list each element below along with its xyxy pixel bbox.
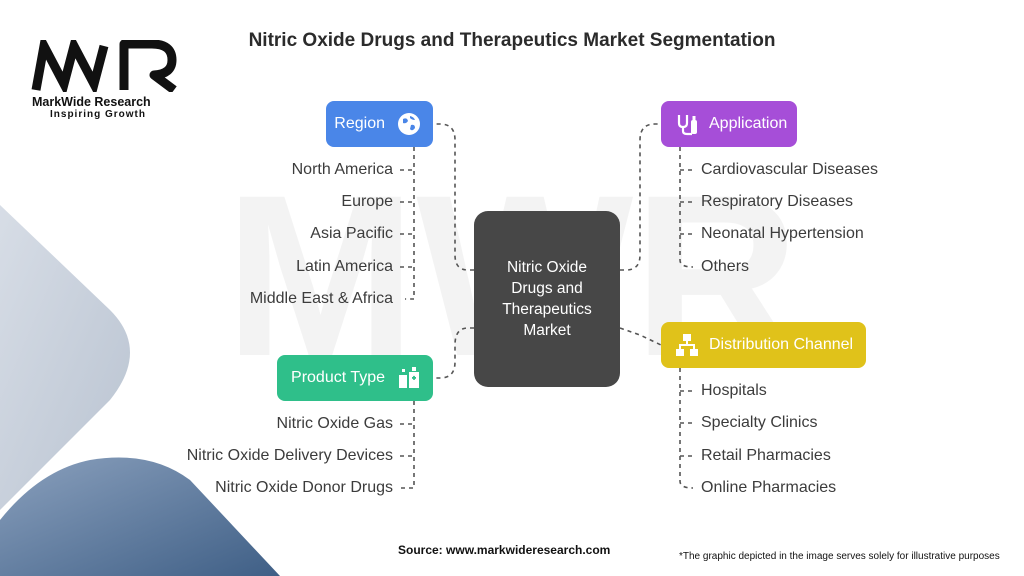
center-node: Nitric Oxide Drugs and Therapeutics Mark… bbox=[474, 211, 620, 387]
product-type-label: Product Type bbox=[291, 369, 385, 386]
product-type-item: Nitric Oxide Gas bbox=[276, 415, 393, 432]
region-item: Latin America bbox=[296, 258, 393, 275]
distribution-channel-item: Specialty Clinics bbox=[701, 414, 818, 431]
region-item: Middle East & Africa bbox=[249, 290, 393, 307]
source-link[interactable]: www.markwideresearch.com bbox=[446, 543, 611, 557]
application-pill: Application bbox=[661, 101, 797, 147]
region-item: North America bbox=[291, 161, 393, 178]
distribution-channel-item: Retail Pharmacies bbox=[701, 447, 831, 464]
medical-device-icon bbox=[673, 110, 701, 138]
background-shape-light bbox=[0, 205, 130, 510]
network-icon bbox=[673, 331, 701, 359]
center-label: Nitric Oxide Drugs and Therapeutics Mark… bbox=[502, 259, 592, 339]
pharmacy-icon bbox=[395, 364, 423, 392]
region-label: Region bbox=[334, 115, 385, 132]
disclaimer: *The graphic depicted in the image serve… bbox=[679, 551, 1000, 562]
distribution-channel-label: Distribution Channel bbox=[709, 336, 854, 353]
distribution-channel-item: Online Pharmacies bbox=[701, 479, 837, 496]
distribution-channel-item: Hospitals bbox=[701, 382, 767, 399]
application-item: Neonatal Hypertension bbox=[701, 225, 864, 242]
globe-icon bbox=[395, 110, 423, 138]
product-type-item: Nitric Oxide Delivery Devices bbox=[186, 447, 393, 464]
logo-tagline: Inspiring Growth bbox=[50, 109, 146, 120]
region-pill: Region bbox=[326, 101, 433, 147]
product-type-pill: Product Type bbox=[277, 355, 433, 401]
region-item: Europe bbox=[341, 193, 393, 210]
source-label: Source: bbox=[398, 543, 443, 557]
page-title: Nitric Oxide Drugs and Therapeutics Mark… bbox=[248, 30, 776, 51]
application-item: Others bbox=[701, 258, 750, 275]
application-label: Application bbox=[709, 115, 788, 132]
logo-mark-icon bbox=[31, 32, 177, 97]
distribution-channel-pill: Distribution Channel bbox=[661, 322, 866, 368]
logo-name: MarkWide Research bbox=[32, 95, 151, 109]
product-type-item: Nitric Oxide Donor Drugs bbox=[215, 479, 393, 496]
application-item: Respiratory Diseases bbox=[701, 193, 854, 210]
logo: MarkWide Research Inspiring Growth bbox=[30, 32, 190, 120]
background-shape-dark bbox=[0, 457, 280, 576]
source-credit: Source: www.markwideresearch.com bbox=[398, 543, 610, 557]
region-item: Asia Pacific bbox=[310, 225, 393, 242]
application-item: Cardiovascular Diseases bbox=[701, 161, 878, 178]
